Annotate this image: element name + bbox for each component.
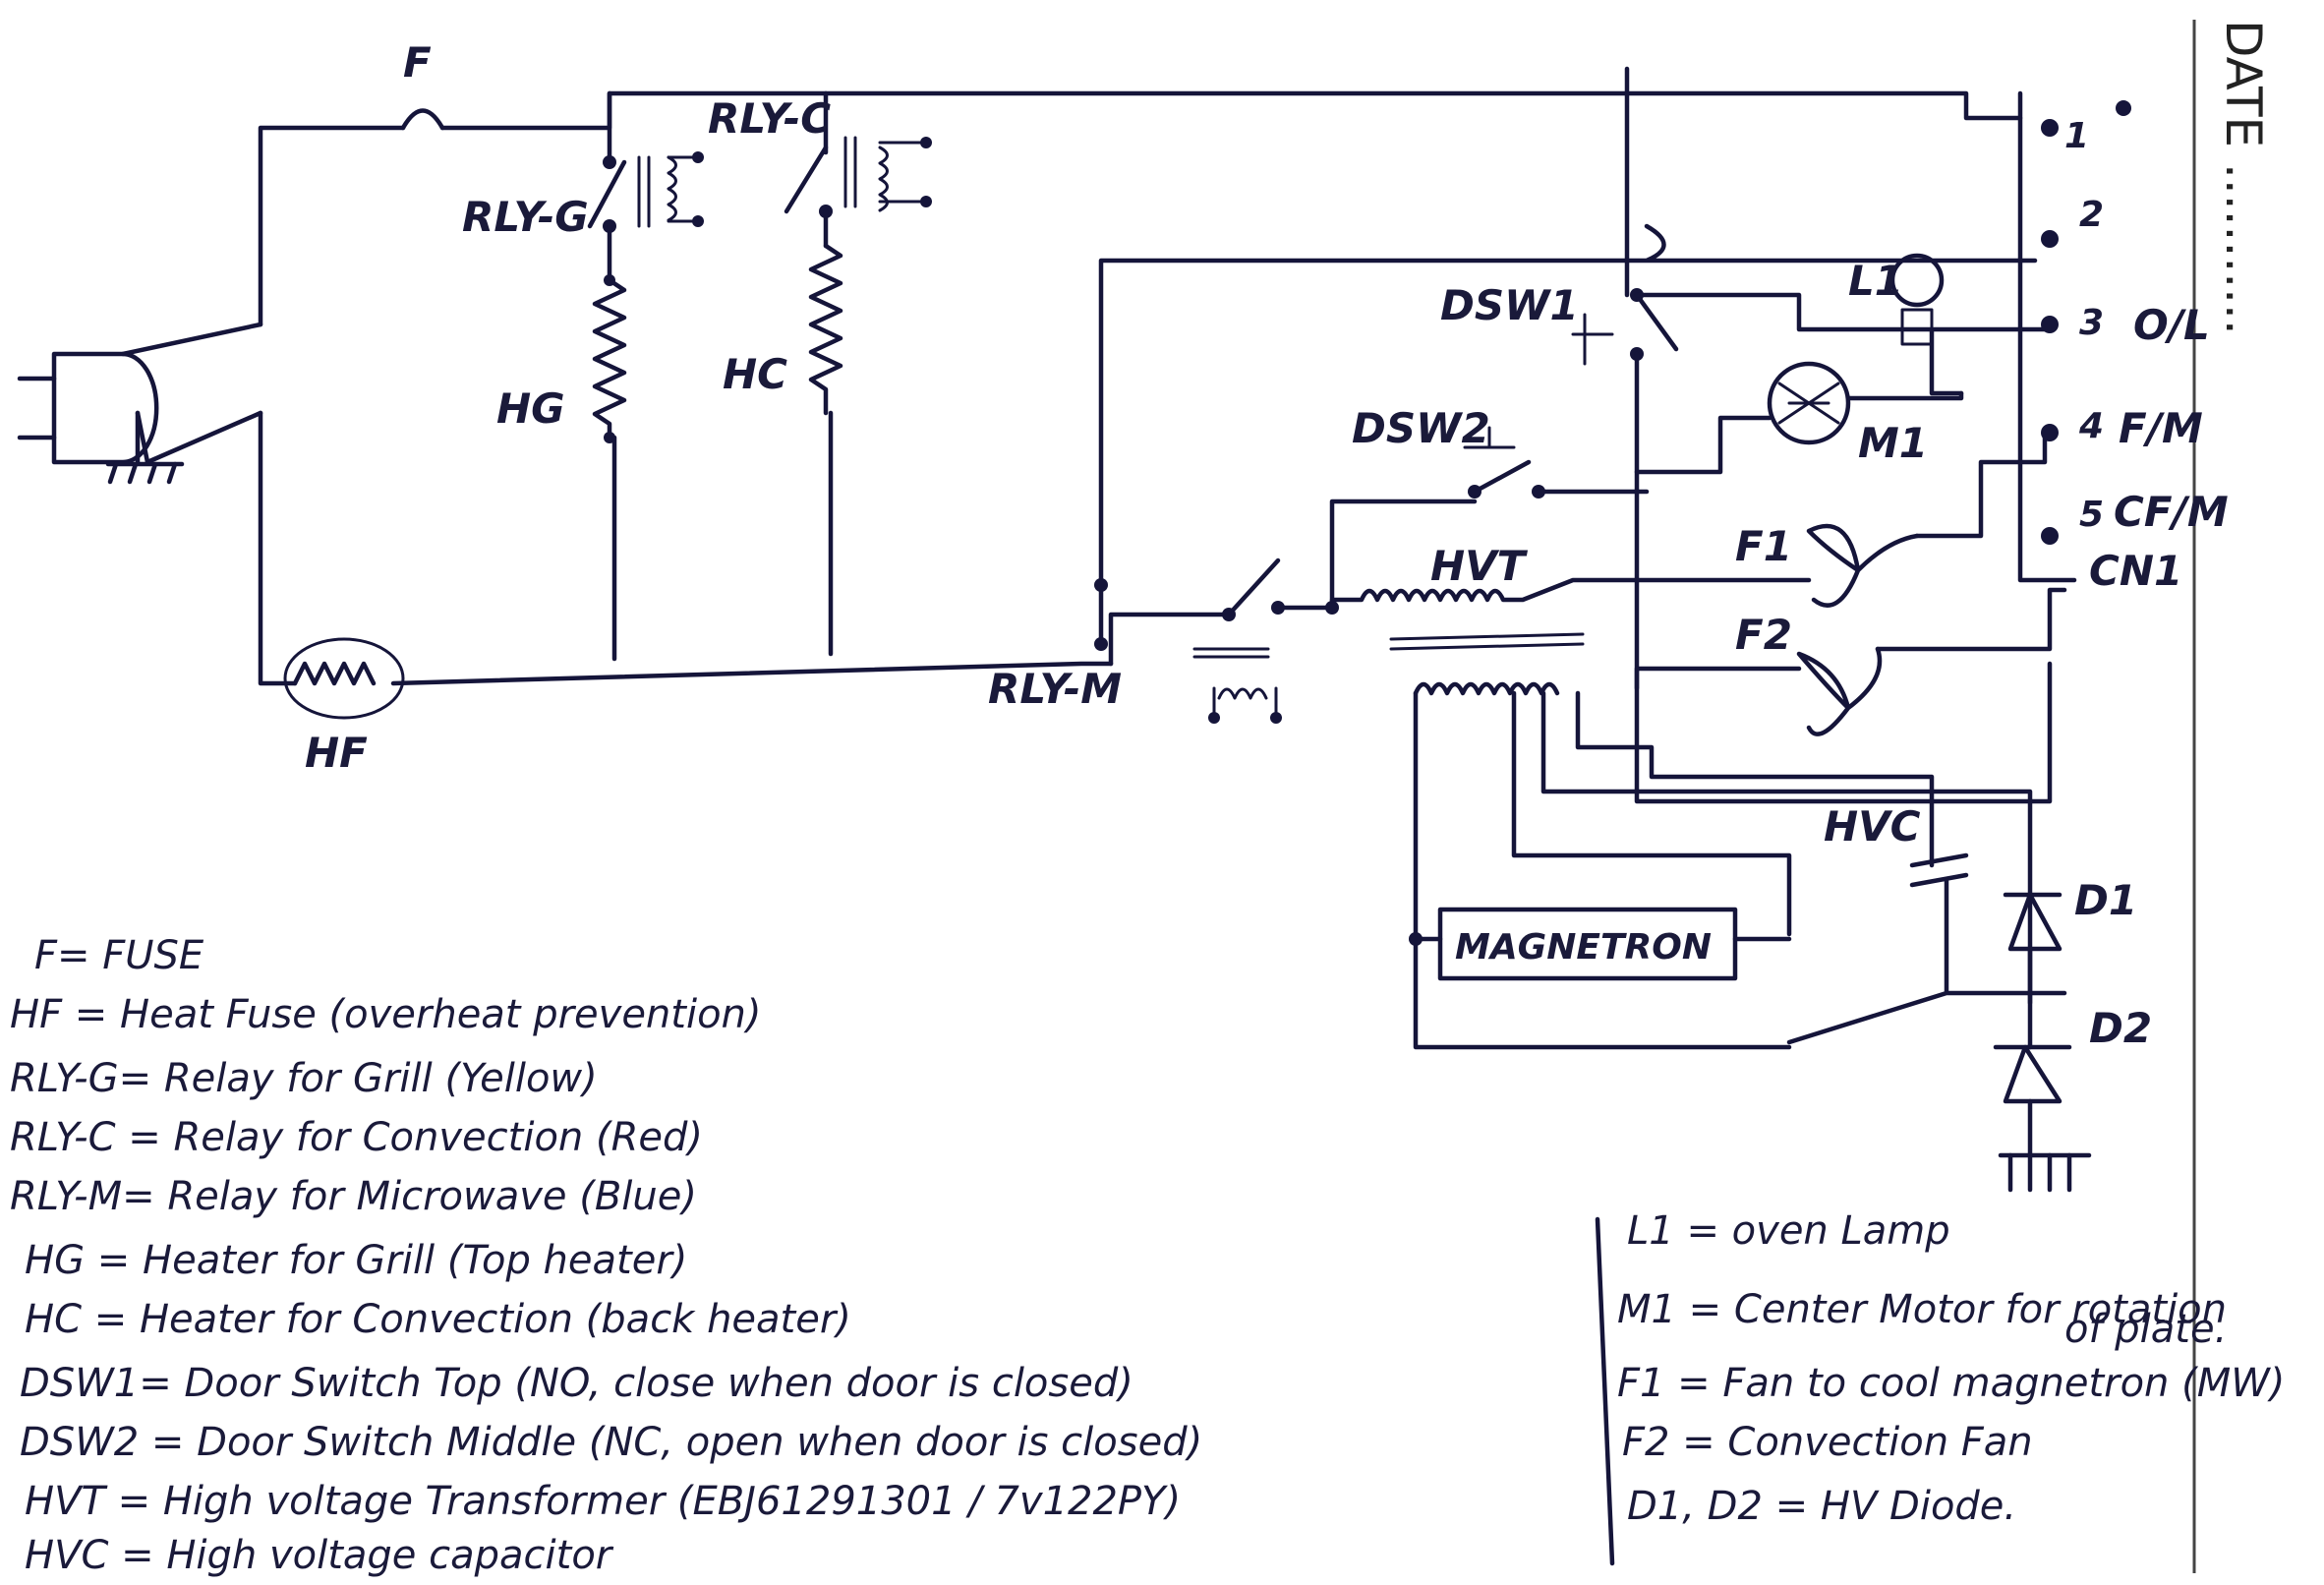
- legend-item: L1 = oven Lamp: [1627, 1208, 1950, 1254]
- legend-item: F1 = Fan to cool magnetron (MW): [1617, 1361, 2285, 1406]
- relay-c-coil-icon: [843, 136, 932, 212]
- heat-fuse-label: HF: [305, 729, 368, 777]
- top-rail-wire-2: [439, 90, 1630, 131]
- heater-convection-resistor: [808, 243, 843, 416]
- connector-pin-5: 5: [2079, 495, 2104, 535]
- dsw1-out-wire: [1634, 351, 2053, 804]
- relay-g-coil-icon: [637, 151, 704, 228]
- relay-g-contact: [587, 159, 627, 229]
- top-rail-wire: [258, 125, 406, 327]
- legend-item: HF = Heat Fuse (overheat prevention): [10, 992, 762, 1037]
- legend-item: F2 = Convection Fan: [1622, 1420, 2033, 1465]
- legend-item: DSW1= Door Switch Top (NO, close when do…: [20, 1361, 1133, 1406]
- plug-ground-icon: [105, 410, 185, 485]
- relay-c-contact: [784, 145, 829, 214]
- transformer-core-1: [1389, 632, 1585, 641]
- heater-grill-label: HG: [496, 384, 565, 433]
- dsw2-label: DSW2: [1352, 404, 1490, 452]
- relay-m-out-wire: [1275, 499, 1478, 611]
- relay-m-contact: [1226, 558, 1281, 617]
- legend-item: HVT = High voltage Transformer (EBJ61291…: [25, 1479, 1181, 1524]
- transformer-label: HVT: [1430, 542, 1529, 590]
- fan1-wire: [1634, 430, 2048, 583]
- relay-m-wire: [1108, 612, 1232, 667]
- connector-pin-2: 2: [2079, 195, 2104, 235]
- fan2-label: F2: [1735, 611, 1792, 659]
- relay-m-coil-icon: [1192, 647, 1282, 724]
- dsw1-contact: [1634, 292, 1679, 352]
- fan1-icon: [1806, 523, 1920, 608]
- heat-fuse-symbol: [292, 661, 377, 686]
- ground-icon: [1998, 1152, 2092, 1193]
- legend-right: L1 = oven Lamp M1 = Center Motor for rot…: [1617, 1208, 2285, 1529]
- legend-item: D1, D2 = HV Diode.: [1627, 1484, 2016, 1529]
- fan2-wire: [1634, 587, 2067, 691]
- dsw1-label: DSW1: [1440, 281, 1579, 329]
- fuse-symbol: [400, 108, 445, 131]
- fan1-label: F1: [1735, 522, 1792, 570]
- relay-c-label: RLY-C: [708, 94, 831, 143]
- date-label: DATE ...........: [2215, 20, 2272, 335]
- legend-item: RLY-G= Relay for Grill (Yellow): [10, 1056, 598, 1101]
- transformer-secondary: [1413, 681, 1560, 696]
- magnetron-label: MAGNETRON: [1455, 927, 1712, 968]
- fuse-label: F: [403, 38, 432, 87]
- diode1-icon: [2003, 892, 2063, 952]
- capacitor-label: HVC: [1824, 802, 1921, 851]
- motor-wire: [1634, 390, 1964, 475]
- legend-item: RLY-C = Relay for Convection (Red): [10, 1115, 703, 1160]
- dsw1-top-wire: [1634, 292, 1905, 332]
- dsw2-contact: [1472, 459, 1532, 495]
- connector-pin-3: 3: [2079, 303, 2104, 343]
- heater-convection-label: HC: [723, 350, 787, 398]
- diode2-label: D2: [2089, 1004, 2152, 1052]
- magnetron-box: [1437, 907, 1738, 981]
- capacitor-wire: [1786, 877, 2067, 1045]
- neutral-rail-wire-2: [390, 661, 1114, 686]
- heater-grill-resistor: [592, 277, 627, 440]
- legend-item: M1 = Center Motor for rotation: [1617, 1287, 2227, 1332]
- secondary-wire-3: [1575, 690, 1935, 868]
- lamp-wire: [1899, 326, 2053, 396]
- lamp-label: L1: [1848, 257, 1903, 305]
- legend-item: RLY-M= Relay for Microwave (Blue): [10, 1174, 697, 1219]
- control-wire: [1098, 223, 2038, 647]
- connector-pin-1: 1: [2064, 116, 2089, 156]
- connector-pin-4: 4: [2078, 406, 2104, 446]
- relay-m-label: RLY-M: [988, 665, 1122, 713]
- legend-item: F= FUSE: [34, 933, 204, 978]
- diode1-label: D1: [2074, 876, 2137, 924]
- neutral-rail-wire: [258, 410, 298, 686]
- top-rail-wire-3: [1624, 66, 2023, 121]
- connector-pin-4-label: F/M: [2119, 404, 2203, 452]
- motor-label: M1: [1858, 419, 1928, 467]
- capacitor-symbol: [1909, 852, 1969, 888]
- transformer-primary: [1329, 577, 1640, 603]
- connector-pin-3-label: O/L: [2133, 301, 2210, 349]
- connector-label: CN1: [2089, 547, 2182, 595]
- legend-left: F= FUSE HF = Heat Fuse (overheat prevent…: [10, 933, 1202, 1578]
- legend-item: of plate.: [2064, 1307, 2227, 1352]
- power-plug-icon: [17, 322, 263, 465]
- heat-fuse-circle: [283, 637, 405, 720]
- legend-item: HC = Heater for Convection (back heater): [25, 1297, 851, 1342]
- legend-item: HVC = High voltage capacitor: [25, 1533, 614, 1578]
- relay-g-label: RLY-G: [462, 193, 589, 241]
- transformer-core-2: [1389, 642, 1585, 651]
- legend-item: HG = Heater for Grill (Top heater): [25, 1238, 687, 1283]
- legend-divider: [1595, 1216, 1615, 1566]
- diode2-icon: [1993, 1044, 2072, 1104]
- connector-cn1: [2017, 90, 2131, 583]
- legend-item: DSW2 = Door Switch Middle (NC, open when…: [20, 1420, 1202, 1465]
- fan2-icon: [1796, 646, 1883, 736]
- lamp-icon: [1889, 253, 1945, 346]
- motor-icon: [1767, 361, 1851, 445]
- connector-pin-5-label: CF/M: [2114, 488, 2229, 536]
- secondary-wire-1: [1413, 690, 1792, 942]
